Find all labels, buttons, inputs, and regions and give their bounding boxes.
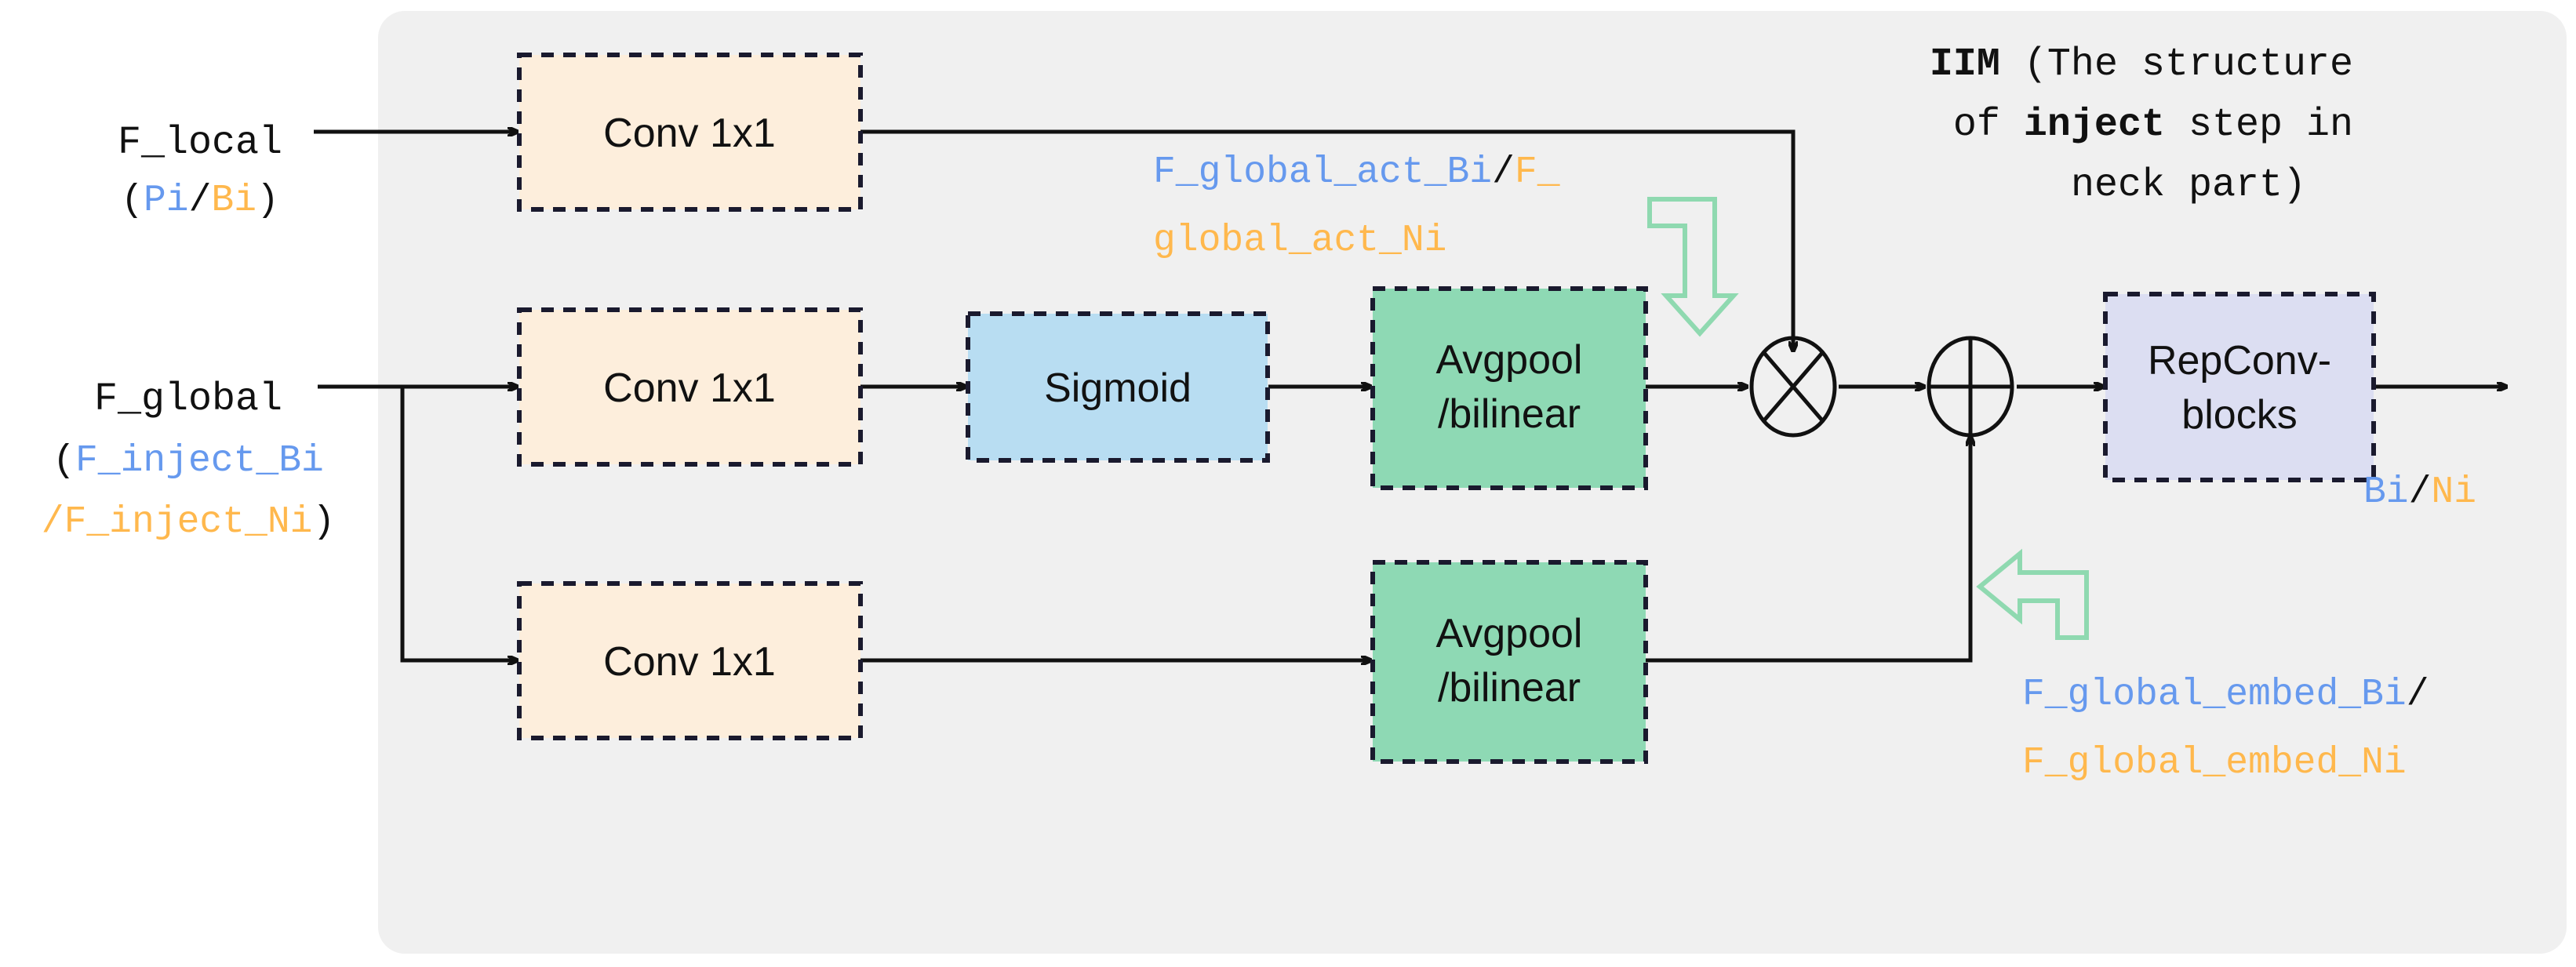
input-local-label: F_local (Pi/Bi) bbox=[118, 121, 282, 222]
block-avgpool-mid-rect bbox=[1370, 286, 1648, 490]
block-sigmoid-rect bbox=[966, 311, 1270, 463]
ann-act-line1-orange: F_ bbox=[1515, 151, 1560, 194]
svg-text:of inject step in: of inject step in bbox=[1953, 103, 2353, 147]
f-local-tag-bi: Bi bbox=[211, 180, 257, 222]
svg-text:F_global_embed_Bi/: F_global_embed_Bi/ bbox=[2022, 674, 2429, 716]
title-line2-post: step in bbox=[2165, 103, 2353, 147]
annotation-global-embed: F_global_embed_Bi/ F_global_embed_Ni bbox=[2022, 674, 2429, 784]
f-global-name: F_global bbox=[94, 377, 282, 422]
block-avgpool-mid-label-1: Avgpool bbox=[1436, 337, 1583, 383]
block-conv-top[interactable]: Conv 1x1 bbox=[517, 53, 863, 212]
block-repconv-rect bbox=[2103, 292, 2376, 482]
ann-embed-line1-blue: F_global_embed_Bi bbox=[2022, 674, 2407, 716]
ann-embed-line2-orange: F_global_embed_Ni bbox=[2022, 742, 2407, 784]
edge-conv-top-to-multiply bbox=[860, 129, 1793, 351]
block-avgpool-mid-label-2: /bilinear bbox=[1438, 391, 1581, 437]
title-line2-pre: of bbox=[1953, 103, 2024, 147]
plus-cross-icon bbox=[1929, 338, 2012, 435]
svg-text:IIM (The structure: IIM (The structure bbox=[1930, 42, 2353, 87]
title-block: IIM (The structure of inject step in nec… bbox=[1930, 42, 2353, 208]
svg-text:F_global_act_Bi/F_: F_global_act_Bi/F_ bbox=[1153, 151, 1560, 194]
block-conv-top-rect bbox=[517, 53, 863, 212]
green-elbow-down-arrow-icon bbox=[1647, 197, 1739, 337]
f-local-name: F_local bbox=[118, 121, 282, 165]
edge-avgpool-bottom-to-add bbox=[1646, 436, 1970, 663]
output-slash: / bbox=[2409, 471, 2432, 514]
block-conv-bottom[interactable]: Conv 1x1 bbox=[517, 581, 863, 740]
f-local-open-paren: ( bbox=[121, 180, 144, 222]
block-conv-mid-label: Conv 1x1 bbox=[603, 365, 776, 411]
block-repconv[interactable]: RepConv- blocks bbox=[2103, 292, 2376, 482]
f-global-open-paren: ( bbox=[53, 440, 75, 482]
multiply-circle-icon bbox=[1749, 336, 1837, 438]
block-avgpool-bottom-rect bbox=[1370, 560, 1648, 764]
title-line3: neck part) bbox=[2071, 163, 2306, 208]
block-sigmoid-label: Sigmoid bbox=[1044, 365, 1192, 411]
f-local-close-paren: ) bbox=[257, 180, 279, 222]
green-elbow-left-arrow-icon bbox=[1976, 548, 2089, 640]
block-avgpool-mid[interactable]: Avgpool /bilinear bbox=[1370, 286, 1648, 490]
f-global-inject-bi: F_inject_Bi bbox=[75, 440, 324, 482]
operator-multiply[interactable] bbox=[1749, 336, 1837, 438]
operator-add[interactable] bbox=[1927, 336, 2014, 438]
block-conv-mid[interactable]: Conv 1x1 bbox=[517, 307, 863, 467]
block-sigmoid[interactable]: Sigmoid bbox=[966, 311, 1270, 463]
svg-text:/F_inject_Ni): /F_inject_Ni) bbox=[42, 501, 335, 543]
f-global-close-paren: ) bbox=[312, 501, 335, 543]
ann-act-line1-blue: F_global_act_Bi bbox=[1153, 151, 1492, 194]
title-line2-bold: inject bbox=[2024, 103, 2165, 147]
ann-act-line2-orange: global_act_Ni bbox=[1153, 220, 1446, 262]
block-conv-bottom-label: Conv 1x1 bbox=[603, 639, 776, 685]
block-avgpool-bottom-label-1: Avgpool bbox=[1436, 611, 1583, 656]
output-label: Bi/Ni bbox=[2363, 471, 2476, 514]
ann-embed-line1-slash: / bbox=[2407, 674, 2429, 716]
svg-text:(F_inject_Bi: (F_inject_Bi bbox=[53, 440, 324, 482]
edge-global-branch-to-conv-bottom bbox=[400, 387, 518, 660]
multiply-cross-icon bbox=[1763, 351, 1824, 422]
f-global-inject-ni: /F_inject_Ni bbox=[42, 501, 313, 543]
input-global-label: F_global (F_inject_Bi /F_inject_Ni) bbox=[42, 377, 335, 543]
green-down-arrow bbox=[1647, 197, 1739, 337]
block-conv-top-label: Conv 1x1 bbox=[603, 111, 776, 156]
title-line1-rest: (The structure bbox=[2000, 42, 2353, 87]
annotation-global-act: F_global_act_Bi/F_ global_act_Ni bbox=[1153, 151, 1560, 262]
svg-text:(Pi/Bi): (Pi/Bi) bbox=[121, 180, 279, 222]
green-left-arrow bbox=[1976, 548, 2089, 640]
output-tag-bi: Bi bbox=[2363, 471, 2409, 514]
ann-act-line1-slash: / bbox=[1492, 151, 1515, 194]
svg-text:Bi/Ni: Bi/Ni bbox=[2363, 471, 2476, 514]
block-avgpool-bottom[interactable]: Avgpool /bilinear bbox=[1370, 560, 1648, 764]
block-conv-bottom-rect bbox=[517, 581, 863, 740]
title-abbrev: IIM bbox=[1930, 42, 2000, 87]
block-repconv-label-2: blocks bbox=[2181, 392, 2297, 438]
block-avgpool-bottom-label-2: /bilinear bbox=[1438, 665, 1581, 711]
f-local-tag-pi: Pi bbox=[144, 180, 189, 222]
f-local-slash: / bbox=[189, 180, 212, 222]
output-tag-ni: Ni bbox=[2431, 471, 2476, 514]
block-conv-mid-rect bbox=[517, 307, 863, 467]
block-repconv-label-1: RepConv- bbox=[2148, 338, 2331, 384]
